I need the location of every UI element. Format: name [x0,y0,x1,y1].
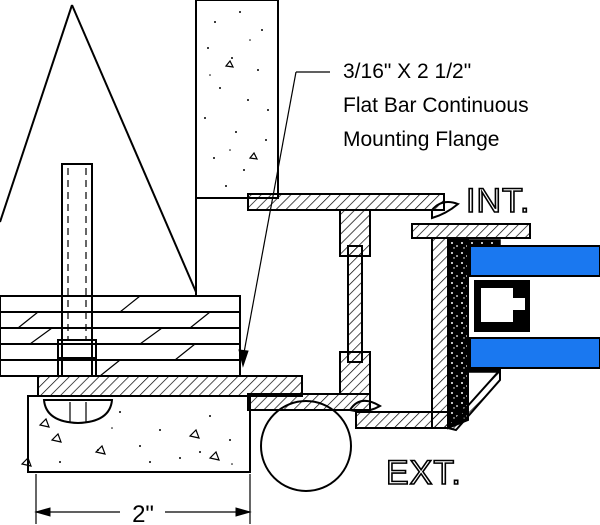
concrete-wall [195,0,279,295]
callout-leader [238,71,330,368]
backer-rod [260,400,352,492]
concrete-slab [20,395,251,473]
callout-line-3: Mounting Flange [343,128,499,151]
glass-unit [469,245,600,369]
callout-line-1: 3/16" X 2 1/2" [343,60,471,83]
wood-layers [0,295,241,377]
dimension-line [34,474,252,524]
window-frame-section [247,193,531,432]
anchor-bolt [42,163,114,425]
callout-line-2: Flat Bar Continuous [343,94,529,117]
interior-label: INT. [466,182,530,220]
exterior-label: EXT. [386,454,462,492]
dimension-label: 2" [132,501,154,525]
frame-lines [0,4,197,293]
